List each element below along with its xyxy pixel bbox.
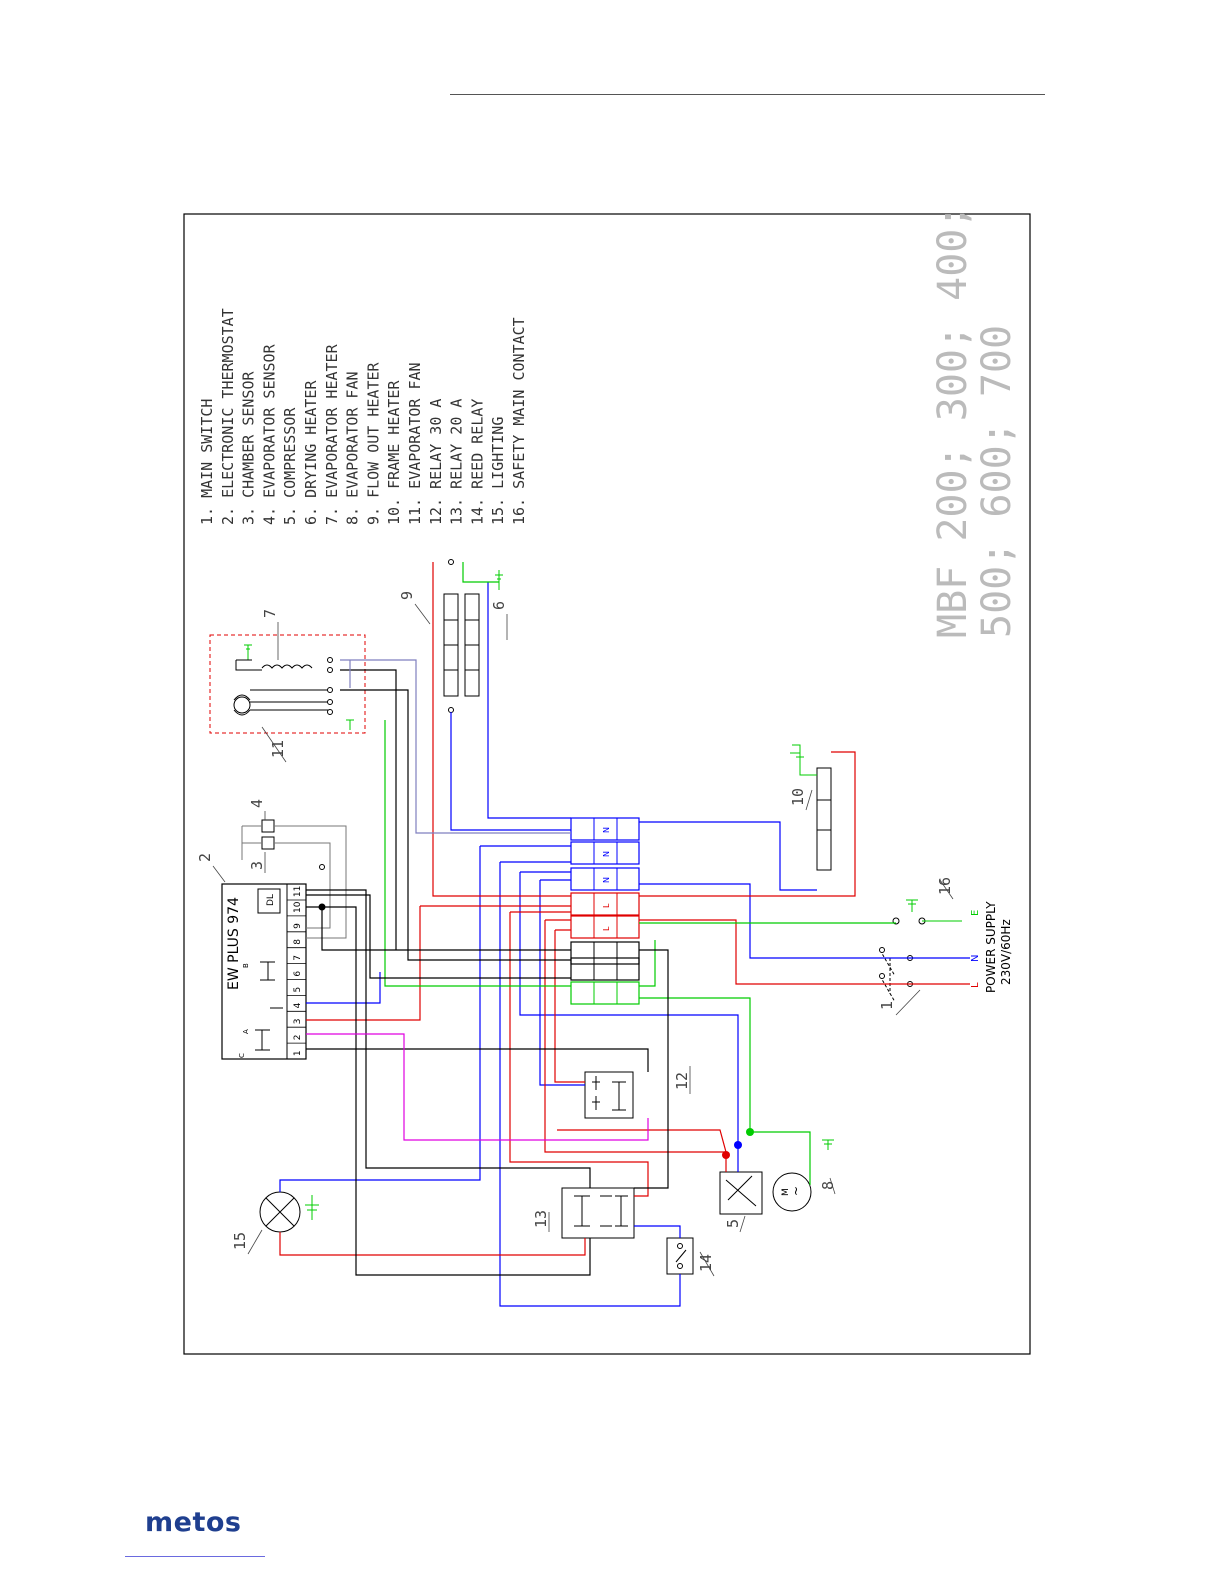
callout-number: 13 — [532, 1210, 550, 1228]
legend-item: 14. REED RELAY — [468, 399, 486, 525]
footer-rule — [125, 1556, 265, 1557]
motor-m-glyph: M — [781, 1188, 791, 1196]
callout-number: 4 — [248, 799, 266, 808]
callout-number: 2 — [196, 853, 214, 862]
terminal-block-label: N — [602, 827, 611, 833]
callout-numbers: 12345678910111213141516 — [196, 591, 954, 1277]
terminal-block-label: L — [602, 903, 611, 908]
terminal-number: 5 — [293, 987, 303, 993]
power-supply-earth: E — [970, 910, 981, 916]
main-switch — [879, 947, 913, 1003]
controller-name: EW PLUS 974 — [226, 897, 242, 990]
controller-label-a: A — [242, 1029, 250, 1034]
terminal-number: 2 — [293, 1034, 303, 1040]
legend-item: 9. FLOW OUT HEATER — [364, 361, 382, 525]
terminal-number: 11 — [293, 886, 303, 897]
wiring — [279, 562, 970, 1307]
terminal-number: 9 — [293, 923, 303, 929]
model-line-1: MBF 200; 300; 400; — [930, 205, 976, 638]
legend-item: 15. LIGHTING — [489, 417, 507, 525]
controller-label-dl: DL — [266, 894, 276, 906]
flow-out-and-drying-heaters — [443, 559, 503, 713]
header-rule — [450, 94, 1045, 95]
terminal-number: 7 — [293, 955, 303, 961]
terminal-number: 8 — [293, 939, 303, 945]
legend-item: 3. CHAMBER SENSOR — [240, 371, 258, 525]
power-supply-title: POWER SUPPLY — [984, 901, 998, 993]
callout-number: 8 — [819, 1181, 837, 1190]
legend-item: 4. EVAPORATOR SENSOR — [260, 343, 278, 525]
legend-item: 7. EVAPORATOR HEATER — [323, 343, 341, 525]
legend-item: 2. ELECTRONIC THERMOSTAT — [219, 308, 237, 525]
power-supply-n: N — [970, 955, 981, 962]
callout-number: 16 — [936, 877, 954, 895]
motor-ac-glyph: ~ — [789, 1186, 803, 1196]
evaporator-fan-heater-box — [209, 634, 366, 734]
relay-20a — [561, 1187, 635, 1239]
lighting-lamp — [259, 1191, 319, 1233]
thermostat-controller: EW PLUS 974 1 2 3 4 5 6 7 8 9 10 11 DL A B C — [221, 883, 307, 1060]
callout-number: 15 — [231, 1232, 249, 1250]
callout-number: 9 — [398, 591, 416, 600]
terminal-number: 6 — [293, 971, 303, 977]
callout-number: 12 — [673, 1072, 691, 1090]
reed-relay — [666, 1237, 694, 1275]
terminal-block-label: N — [602, 851, 611, 857]
safety-main-contact — [892, 899, 962, 925]
power-supply-spec: 230V/60Hz — [999, 919, 1013, 985]
terminal-number: 3 — [293, 1019, 303, 1025]
callout-number: 1 — [878, 1001, 896, 1010]
callout-number: 3 — [248, 861, 266, 870]
model-numbers: MBF 200; 300; 400; 500; 600; 700 — [930, 205, 1020, 638]
legend-item: 11. EVAPORATOR FAN — [406, 362, 424, 525]
metos-logo: metos — [145, 1507, 242, 1538]
terminal-block-label: N — [602, 877, 611, 883]
callout-number: 10 — [789, 788, 807, 806]
junction-dots — [318, 864, 754, 1159]
controller-label-b: B — [242, 963, 250, 968]
frame-heater — [790, 744, 832, 871]
controller-label-c: C — [238, 1053, 246, 1058]
model-line-2: 500; 600; 700 — [974, 325, 1020, 638]
terminal-number: 1 — [293, 1050, 303, 1056]
evaporator-fan-motor: M ~ — [772, 1139, 834, 1212]
compressor — [719, 1171, 763, 1215]
power-supply-l: L — [970, 982, 981, 988]
legend-item: 5. COMPRESSOR — [281, 407, 299, 525]
legend-item: 12. RELAY 30 A — [427, 399, 445, 525]
sensors — [241, 819, 347, 939]
callout-number: 11 — [269, 740, 287, 758]
power-supply: POWER SUPPLY 230V/60Hz N L E — [970, 901, 1013, 993]
legend-item: 8. EVAPORATOR FAN — [344, 371, 362, 525]
relay-30a — [584, 1071, 634, 1119]
terminal-blocks: N N N L L — [570, 817, 640, 1005]
callout-number: 7 — [261, 609, 279, 618]
terminal-number: 10 — [293, 901, 303, 913]
diagram-frame — [183, 213, 1031, 1355]
terminal-number: 4 — [293, 1002, 303, 1008]
legend-item: 1. MAIN SWITCH — [198, 399, 216, 525]
terminal-block-label: L — [602, 926, 611, 931]
callout-number: 6 — [490, 601, 508, 610]
legend-item: 10. FRAME HEATER — [385, 380, 403, 525]
callout-number: 5 — [724, 1219, 742, 1228]
legend-item: 13. RELAY 20 A — [448, 399, 466, 525]
legend-item: 16. SAFETY MAIN CONTACT — [510, 317, 528, 525]
legend-item: 6. DRYING HEATER — [302, 380, 320, 525]
controller-terminal-strip: 1 2 3 4 5 6 7 8 9 10 11 — [287, 883, 306, 1056]
